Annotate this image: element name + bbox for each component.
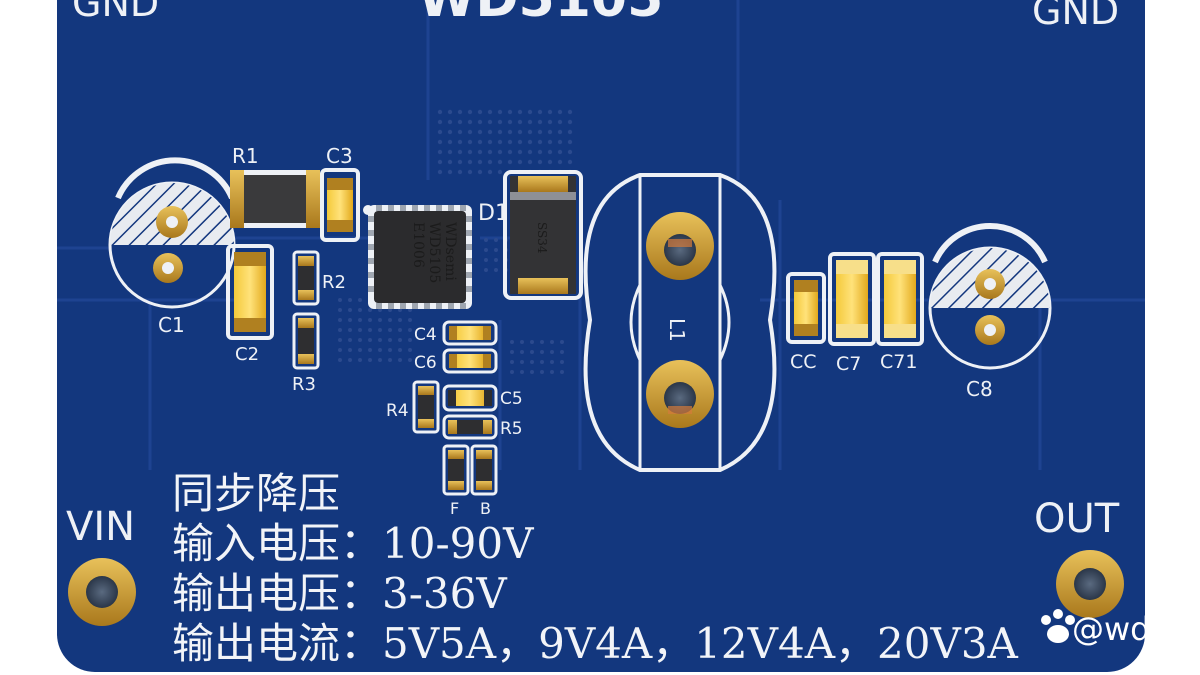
note-line3: 输出电压：3-36V: [172, 569, 507, 618]
c1-label: C1: [158, 313, 185, 337]
note-line4: 输出电流：5V5A，9V4A，12V4A，20V3A: [172, 619, 1019, 668]
board-title: WD5105: [418, 0, 663, 29]
resistor-r1: [230, 170, 320, 228]
baidu-paw-icon: [1041, 609, 1075, 643]
capacitor-c71: [876, 252, 924, 346]
note-line2: 输入电压：10-90V: [172, 519, 534, 568]
f-label: F: [450, 499, 459, 518]
ic-marking-line2: WD5105: [426, 222, 442, 283]
capacitor-c8: [928, 222, 1052, 370]
ic-marking-line1: WDsemi: [442, 222, 458, 281]
ic-marking-line3: E1006: [410, 222, 426, 268]
diode-marking: SS34: [535, 222, 549, 254]
resistor-r2: [292, 250, 320, 306]
c4-label: C4: [414, 325, 437, 345]
vin-pad: [68, 558, 136, 626]
resistor-f: [442, 444, 470, 496]
capacitor-cc: [786, 272, 826, 344]
c7-label: C7: [836, 353, 861, 375]
resistor-r5: [442, 414, 498, 440]
c3-label: C3: [326, 144, 353, 168]
capacitor-c7: [828, 252, 876, 346]
r5-label: R5: [500, 419, 523, 439]
capacitor-c3: [320, 168, 373, 242]
r3-label: R3: [292, 374, 316, 395]
cc-label: CC: [790, 351, 817, 373]
r1-label: R1: [232, 144, 259, 168]
r4-label: R4: [386, 401, 409, 421]
ic-wd5105: WDsemi WD5105 E1006: [368, 205, 472, 309]
out-pad: [1056, 550, 1124, 618]
gnd-left-label: GND: [72, 0, 159, 25]
c71-label: C71: [880, 351, 917, 373]
capacitor-c1: [108, 157, 236, 309]
d1-label: D1: [478, 201, 509, 226]
l1-label: L1: [665, 318, 689, 342]
pcb-board: [57, 0, 1145, 672]
c6-label: C6: [414, 353, 437, 373]
c2-label: C2: [235, 344, 259, 365]
vin-label: VIN: [66, 504, 135, 550]
resistor-r3: [292, 312, 320, 370]
note-line1: 同步降压: [172, 469, 340, 518]
c8-label: C8: [966, 377, 993, 401]
resistor-r4: [412, 380, 440, 434]
capacitor-c5: [442, 384, 498, 412]
c5-label: C5: [500, 389, 523, 409]
diode-d1: SS34: [503, 170, 583, 300]
capacitor-c2: [226, 244, 274, 340]
gnd-right-label: GND: [1032, 0, 1119, 33]
resistor-b: [470, 444, 498, 496]
out-label: OUT: [1034, 496, 1120, 542]
watermark-text: @wdsemi: [1072, 610, 1200, 648]
via-field-top: [437, 109, 573, 175]
inductor-l1: L1: [583, 173, 777, 472]
r2-label: R2: [322, 272, 346, 293]
capacitor-c4: [442, 320, 498, 346]
b-label: B: [480, 499, 491, 518]
capacitor-c6: [442, 348, 498, 374]
